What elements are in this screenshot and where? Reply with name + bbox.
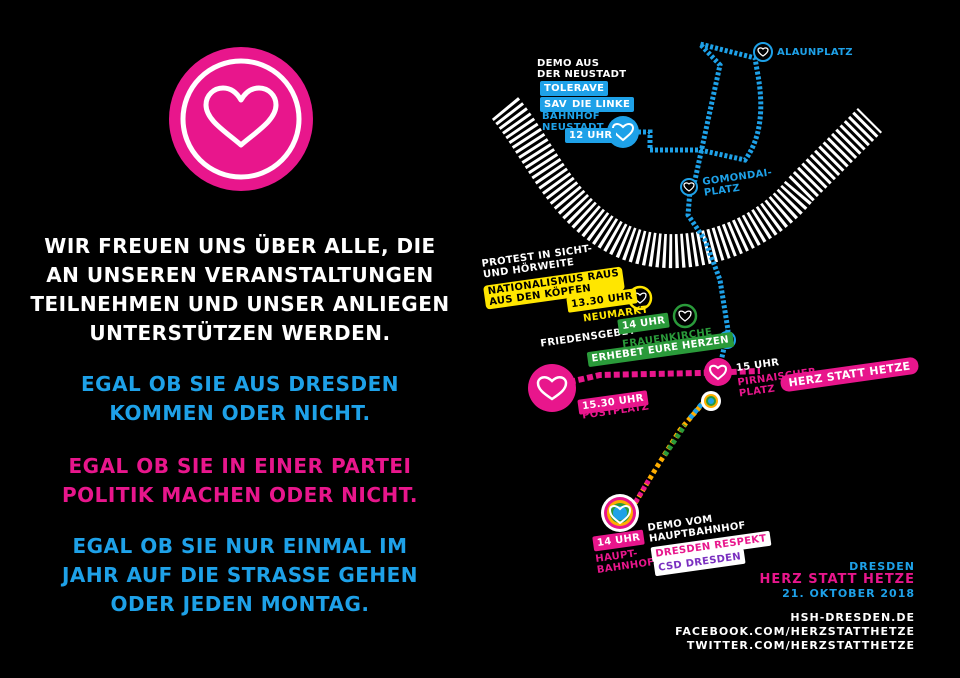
pink-statement: EGAL OB SIE IN EINER PARTEI POLITIK MACH… xyxy=(30,452,450,510)
rainbow-heart-icon xyxy=(701,391,721,411)
tag-sav: SAV xyxy=(540,97,571,112)
route-pink xyxy=(551,368,761,389)
intro-line: TEILNEHMEN UND UNSER ANLIEGEN xyxy=(30,292,450,316)
statement-line: KOMMEN ODER NICHT. xyxy=(109,401,371,425)
footer-city: DRESDEN xyxy=(849,560,915,573)
footer-title: HERZ STATT HETZE xyxy=(759,572,915,587)
label-hauptbahnhof: HAUPT- BAHNHOF xyxy=(595,546,655,576)
label-gomondaiplatz: GOMONDAI- PLATZ xyxy=(702,167,775,199)
heading-line: DER NEUSTADT xyxy=(537,69,627,80)
footer-site-link[interactable]: HSH-DRESDEN.DE xyxy=(790,611,915,624)
station-line: NEUSTADT xyxy=(542,122,604,133)
node-postplatz xyxy=(528,364,576,412)
neustadt-demo-heading: DEMO AUS DER NEUSTADT xyxy=(537,58,626,80)
blue-statement-1: EGAL OB SIE AUS DRESDEN KOMMEN ODER NICH… xyxy=(30,370,450,428)
footer-twitter-link[interactable]: TWITTER.COM/HERZSTATTHETZE xyxy=(686,639,915,652)
node-hauptbahnhof xyxy=(601,494,639,532)
node-alaunplatz xyxy=(753,42,773,62)
tag-die-linke: DIE LINKE xyxy=(568,97,635,112)
station-neustadt: BAHNHOF NEUSTADT xyxy=(542,111,604,133)
time-12-uhr: 12 UHR xyxy=(565,128,617,143)
statement-line: EGAL OB SIE NUR EINMAL IM xyxy=(72,534,408,558)
intro-line: AN UNSEREN VERANSTALTUNGEN xyxy=(46,263,434,287)
tag-tolerave: TOLERAVE xyxy=(540,81,609,96)
node-gomondai xyxy=(680,178,698,196)
statement-line: POLITIK MACHEN ODER NICHT. xyxy=(62,483,418,507)
intro-line: WIR FREUEN UNS ÜBER ALLE, DIE xyxy=(44,234,436,258)
intro-line: UNTERSTÜTZEN WERDEN. xyxy=(89,321,391,345)
blue-statement-2: EGAL OB SIE NUR EINMAL IM JAHR AUF DIE S… xyxy=(30,532,450,619)
station-line: BAHNHOF xyxy=(542,111,600,122)
node-frauenkirche xyxy=(672,303,698,329)
tag-herz-statt-hetze: HERZ STATT HETZE xyxy=(779,356,920,393)
statement-line: EGAL OB SIE AUS DRESDEN xyxy=(81,372,399,396)
intro-text: WIR FREUEN UNS ÜBER ALLE, DIE AN UNSEREN… xyxy=(30,232,450,348)
statement-line: ODER JEDEN MONTAG. xyxy=(110,592,370,616)
statement-line: JAHR AUF DIE STRASSE GEHEN xyxy=(61,563,419,587)
footer-facebook-link[interactable]: FACEBOOK.COM/HERZSTATTHETZE xyxy=(675,625,915,638)
statement-line: EGAL OB SIE IN EINER PARTEI xyxy=(68,454,412,478)
node-pirnaischer xyxy=(704,358,732,386)
footer-date: 21. OKTOBER 2018 xyxy=(782,587,915,600)
heading-line: DEMO AUS xyxy=(537,58,600,69)
label-alaunplatz: ALAUNPLATZ xyxy=(777,47,853,58)
